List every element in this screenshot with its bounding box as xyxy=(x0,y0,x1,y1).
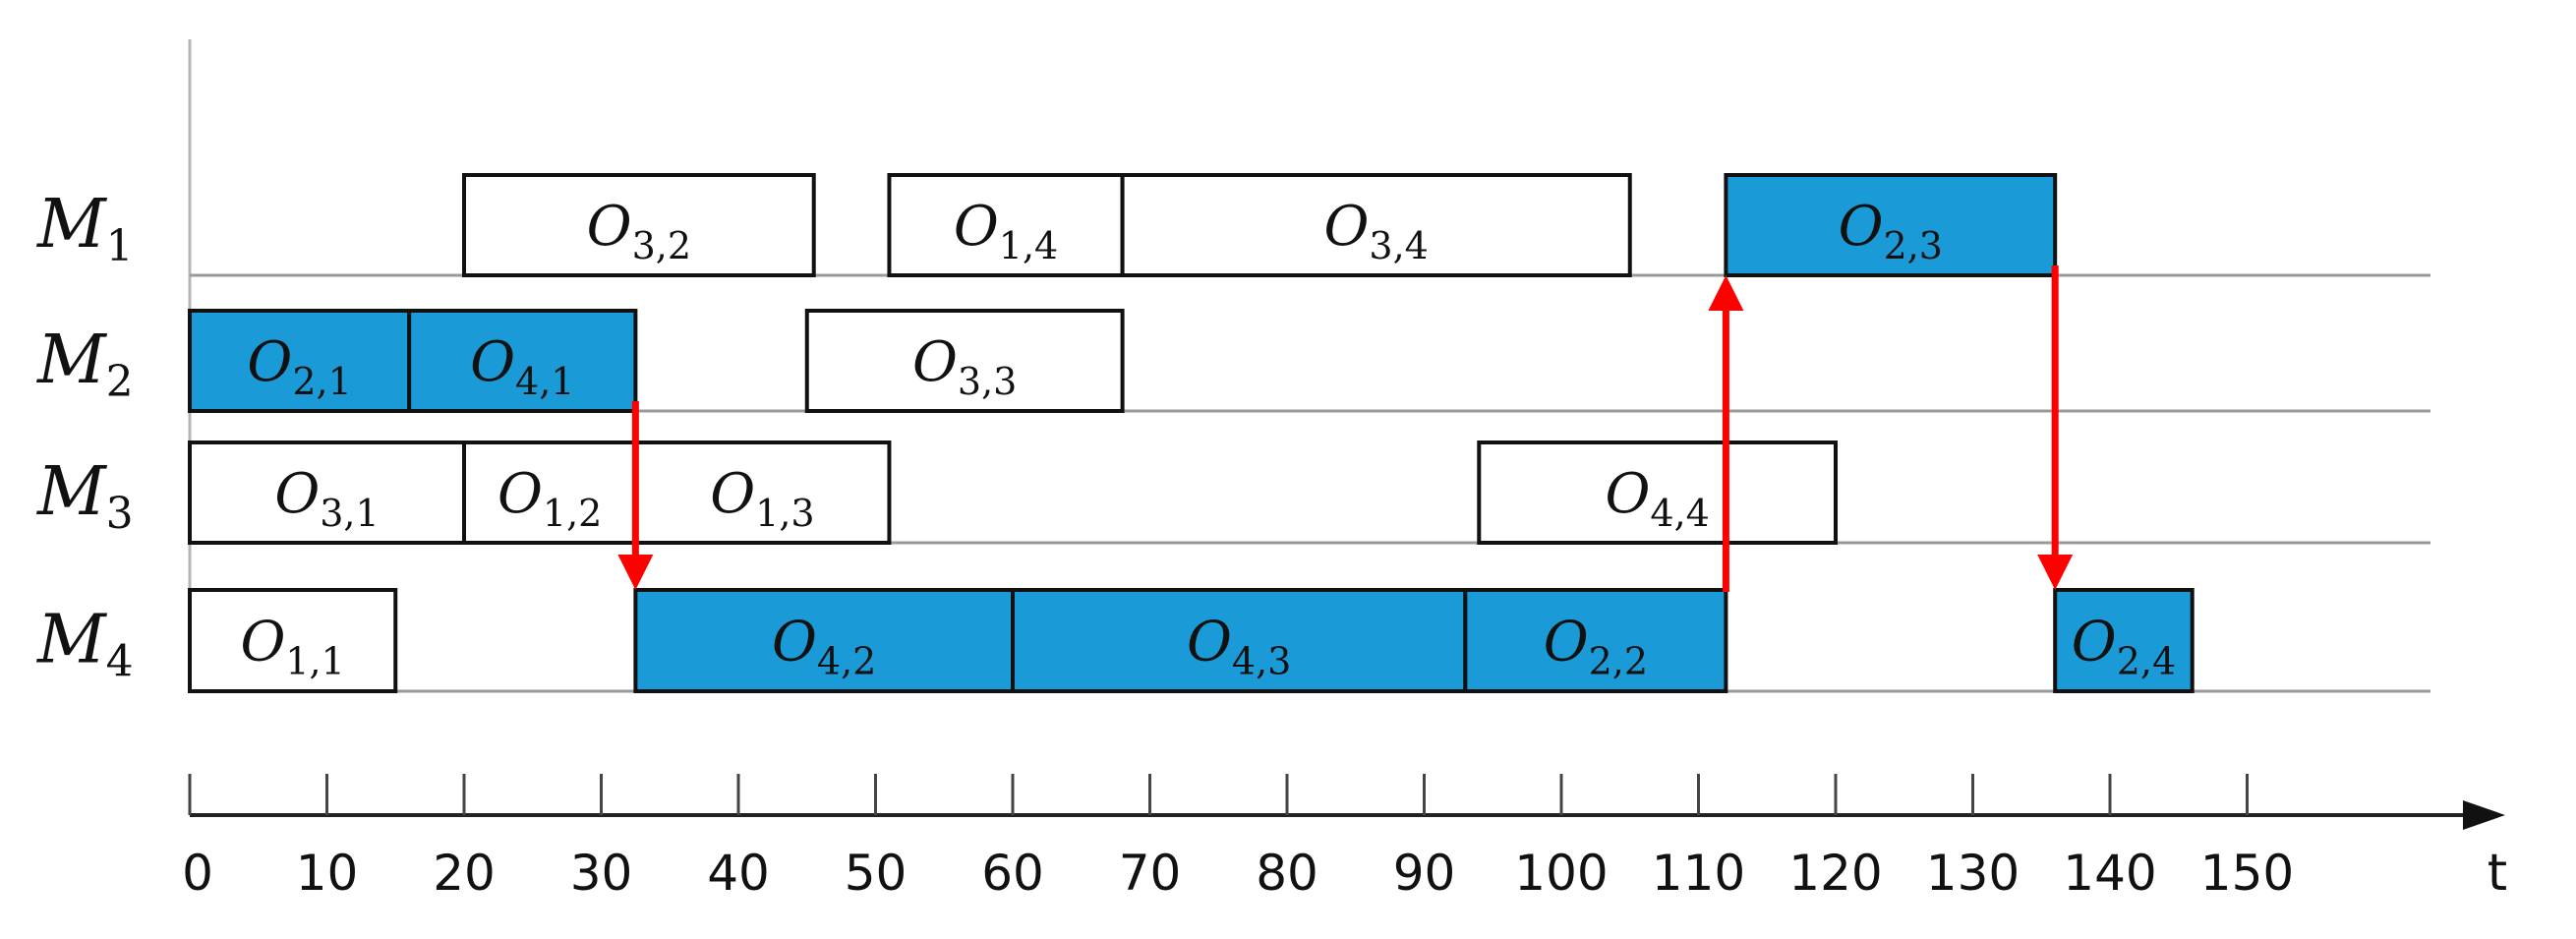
operation-1-3: O1,3 xyxy=(633,440,892,545)
x-tick-label: 100 xyxy=(1514,845,1608,902)
transfer-arrow-2 xyxy=(1708,275,1744,592)
x-tick-label: 30 xyxy=(570,845,633,902)
x-tick-label: 20 xyxy=(433,845,496,902)
operation-label: O2,3 xyxy=(1839,195,1943,267)
operation-3-1: O3,1 xyxy=(188,440,466,545)
x-tick-label: 150 xyxy=(2200,845,2294,902)
operation-bar xyxy=(633,440,892,545)
operation-bar xyxy=(1724,173,2058,277)
arrow-head xyxy=(617,555,654,590)
x-tick-label: 40 xyxy=(707,845,770,902)
x-axis-label: t xyxy=(2488,844,2507,903)
machine-label-m3: M3 xyxy=(35,453,134,539)
transfer-arrows xyxy=(617,265,2074,592)
operation-label: O1,4 xyxy=(954,195,1058,267)
machine-label-m1: M1 xyxy=(35,186,134,271)
x-tick-label: 80 xyxy=(1256,845,1318,902)
operation-2-1: O2,1 xyxy=(188,309,412,413)
operation-label: O1,3 xyxy=(710,462,814,535)
operation-3-3: O3,3 xyxy=(804,309,1125,413)
machine-label-m2: M2 xyxy=(35,322,134,407)
x-tick-label: 140 xyxy=(2063,845,2156,902)
transfer-arrow-1 xyxy=(617,401,654,590)
operation-label: O2,4 xyxy=(2072,611,2176,683)
operation-3-2: O3,2 xyxy=(462,173,816,277)
arrow-head xyxy=(1708,275,1744,311)
operation-bar xyxy=(188,440,466,545)
operation-bar xyxy=(188,309,412,413)
operation-label: O4,2 xyxy=(772,611,876,683)
transfer-arrow-3 xyxy=(2037,265,2074,590)
operation-1-1: O1,1 xyxy=(188,588,398,693)
operation-label: O1,1 xyxy=(240,611,344,683)
operation-4-1: O4,1 xyxy=(407,309,638,413)
x-tick-label: 60 xyxy=(981,845,1044,902)
operation-1-4: O1,4 xyxy=(887,173,1125,277)
operation-4-3: O4,3 xyxy=(1011,588,1468,693)
operation-2-4: O2,4 xyxy=(2053,588,2195,693)
operation-label: O2,2 xyxy=(1544,611,1648,683)
operation-2-2: O2,2 xyxy=(1463,588,1728,693)
operation-bar xyxy=(1011,588,1468,693)
operation-label: O1,2 xyxy=(498,462,602,535)
operation-bar xyxy=(462,440,638,545)
operation-label: O3,3 xyxy=(912,330,1017,403)
operation-3-4: O3,4 xyxy=(1120,173,1632,277)
x-tick-label: 120 xyxy=(1788,845,1882,902)
operation-1-2: O1,2 xyxy=(462,440,638,545)
operation-label: O3,4 xyxy=(1323,195,1428,267)
operation-bar xyxy=(804,309,1125,413)
operation-bar xyxy=(188,588,398,693)
operation-label: O4,1 xyxy=(470,330,574,403)
x-axis-arrow xyxy=(2463,800,2505,830)
operation-label: O3,2 xyxy=(587,195,691,267)
operation-label: O4,4 xyxy=(1605,462,1709,535)
x-tick-label: 70 xyxy=(1119,845,1182,902)
x-tick-label: 130 xyxy=(1926,845,2020,902)
x-tick-label: 10 xyxy=(296,845,359,902)
x-tick-label: 90 xyxy=(1393,845,1456,902)
operation-bar xyxy=(1120,173,1632,277)
operation-2-3: O2,3 xyxy=(1724,173,2058,277)
operations-layer: O3,2 O1,4 O3,4 O2,3O2,1 O4,1 O3,3O3,1 O1,2 O1,3… xyxy=(188,173,2195,693)
machine-label-m4: M4 xyxy=(35,602,134,687)
operation-label: O2,1 xyxy=(247,330,351,403)
operation-4-4: O4,4 xyxy=(1477,440,1839,545)
x-tick-label: 50 xyxy=(845,845,907,902)
operation-bar xyxy=(407,309,638,413)
x-tick-label: 110 xyxy=(1652,845,1745,902)
operation-bar xyxy=(1463,588,1728,693)
time-axis: 0 10 20 30 40 50 60 70 80 90 100 110 120 130 140 150 t xyxy=(182,774,2507,903)
operation-bar xyxy=(462,173,816,277)
operation-bar xyxy=(1477,440,1839,545)
x-tick-label: 0 xyxy=(182,845,213,902)
operation-4-2: O4,2 xyxy=(633,588,1015,693)
operation-label: O4,3 xyxy=(1187,611,1291,683)
arrow-head xyxy=(2037,555,2074,590)
operation-label: O3,1 xyxy=(274,462,379,535)
operation-bar xyxy=(2053,588,2195,693)
